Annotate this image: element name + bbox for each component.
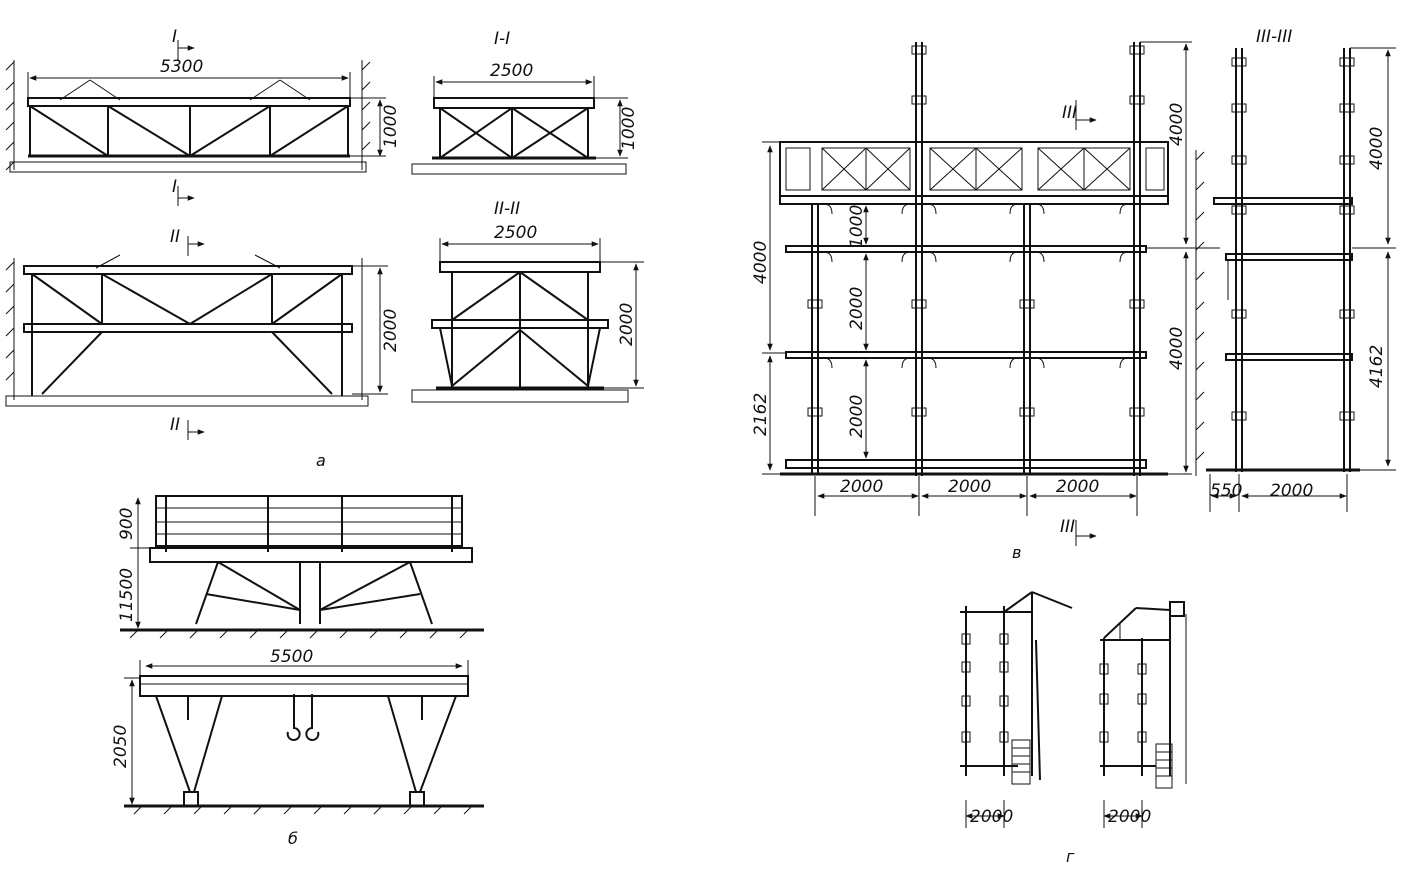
a-top-section-mark-upper: I — [172, 27, 177, 47]
a-section-1-title: I-I — [494, 29, 510, 49]
a-bottom-section-mark-lower: II — [170, 415, 180, 435]
a-bottom-height: 2000 — [381, 309, 401, 352]
v-section-top: 4000 — [1367, 127, 1387, 170]
panel-a-bottom-elevation: 2000 II II — [5, 227, 401, 440]
panel-a-caption: а — [316, 451, 326, 470]
panel-g: 2000 2000 г — [960, 591, 1187, 866]
v-section-mark-lower: III — [1060, 517, 1075, 537]
v-section-3-title: III-III — [1256, 27, 1292, 47]
v-section-width: 2000 — [1270, 481, 1313, 501]
a-top-height: 1000 — [381, 105, 401, 148]
a-section-1-width: 2500 — [490, 61, 533, 81]
panel-v-caption: в — [1012, 543, 1021, 562]
v-bay-width-3: 2000 — [1056, 477, 1099, 497]
panel-g-caption: г — [1066, 847, 1075, 866]
a-section-2-title: II-II — [494, 199, 520, 219]
g-right-width: 2000 — [1108, 807, 1151, 827]
a-section-2-height: 2000 — [617, 303, 637, 346]
a-section-1-height: 1000 — [619, 107, 639, 150]
g-left-width: 2000 — [970, 807, 1013, 827]
v-inner-2: 2000 — [847, 287, 867, 330]
b-span: 5500 — [270, 647, 313, 667]
v-mast-top: 4000 — [1167, 103, 1187, 146]
panel-v-section-3: III-III 4000 4162 550 2000 — [1206, 27, 1396, 512]
v-section-offset: 550 — [1210, 481, 1242, 501]
a-top-length: 5300 — [160, 57, 203, 77]
b-lower-height: 2050 — [111, 725, 131, 768]
panel-v-facade: 4000 2162 1000 2000 2000 4000 4000 2000 … — [751, 41, 1220, 562]
panel-a-section-2: II-II 2500 2000 а — [316, 199, 644, 470]
v-bay-width-2: 2000 — [948, 477, 991, 497]
v-section-height: 4162 — [1367, 345, 1387, 388]
v-left-lower: 2162 — [751, 393, 771, 436]
v-left-upper: 4000 — [751, 241, 771, 284]
b-rail-height: 900 — [117, 508, 137, 540]
panel-a-section-1: I-I 2500 1000 — [411, 29, 639, 175]
a-top-section-mark-lower: I — [172, 177, 177, 197]
panel-b-caption: б — [288, 829, 298, 848]
a-section-2-width: 2500 — [494, 223, 537, 243]
v-inner-1: 1000 — [847, 205, 867, 248]
panel-a-top-elevation: 5300 1000 I I — [5, 27, 401, 206]
v-section-mark-upper: III — [1062, 103, 1077, 123]
b-support-height: 11500 — [117, 568, 137, 622]
v-mast-mid: 4000 — [1167, 327, 1187, 370]
a-bottom-section-mark-upper: II — [170, 227, 180, 247]
panel-b: 900 11500 5500 — [111, 495, 484, 848]
v-bay-width-1: 2000 — [840, 477, 883, 497]
v-inner-3: 2000 — [847, 395, 867, 438]
